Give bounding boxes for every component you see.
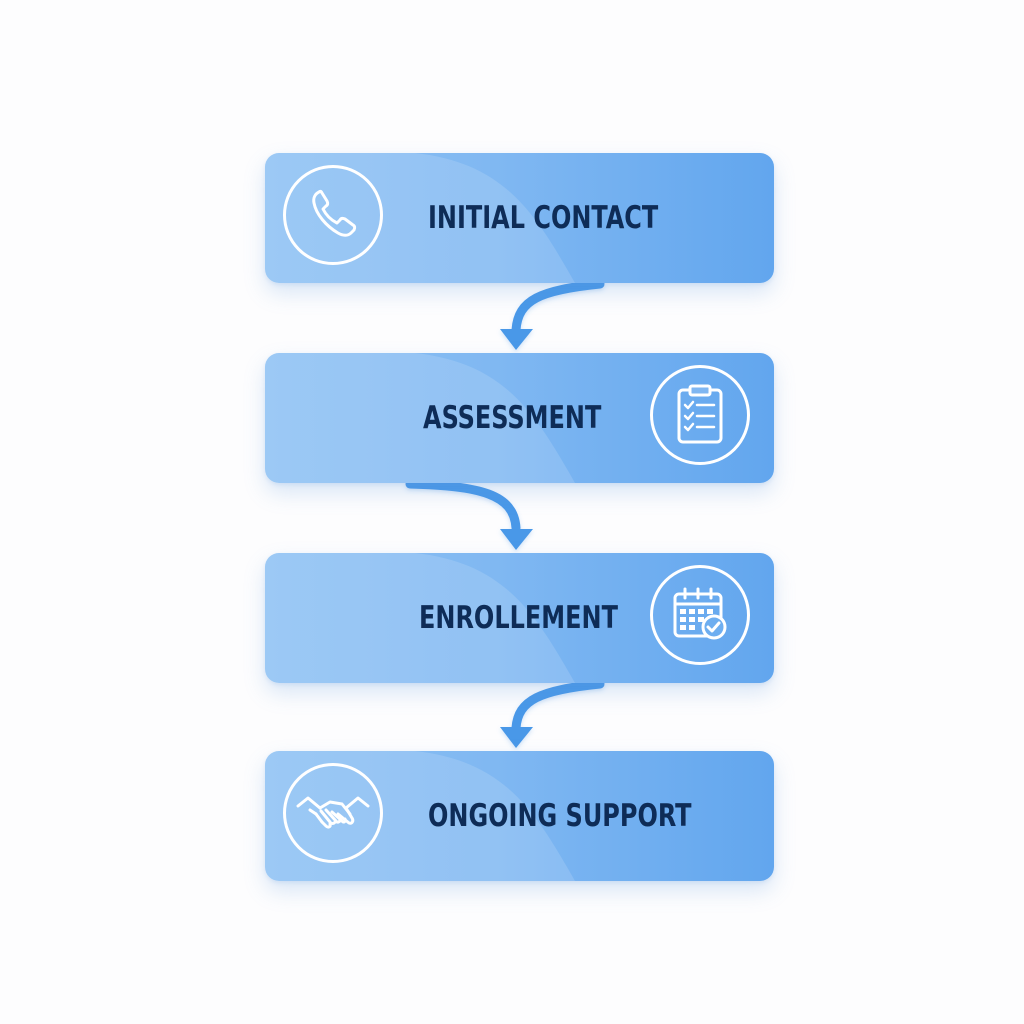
phone-icon [283, 165, 383, 265]
step-label: ENROLLEMENT [419, 600, 618, 636]
step-label: INITIAL CONTACT [428, 200, 659, 236]
connector-arrow-1 [500, 279, 605, 350]
handshake-icon [283, 763, 383, 863]
step-initial-contact: INITIAL CONTACT [265, 153, 774, 283]
calendar-check-icon [650, 565, 750, 665]
step-ongoing-support: ONGOING SUPPORT [265, 751, 774, 881]
clipboard-checklist-icon [650, 365, 750, 465]
step-label: ONGOING SUPPORT [428, 798, 692, 834]
step-enrollement: ENROLLEMENT [265, 553, 774, 683]
step-label: ASSESSMENT [423, 400, 602, 436]
step-assessment: ASSESSMENT [265, 353, 774, 483]
connector-arrow-2 [405, 479, 533, 550]
connector-arrow-3 [500, 679, 605, 748]
